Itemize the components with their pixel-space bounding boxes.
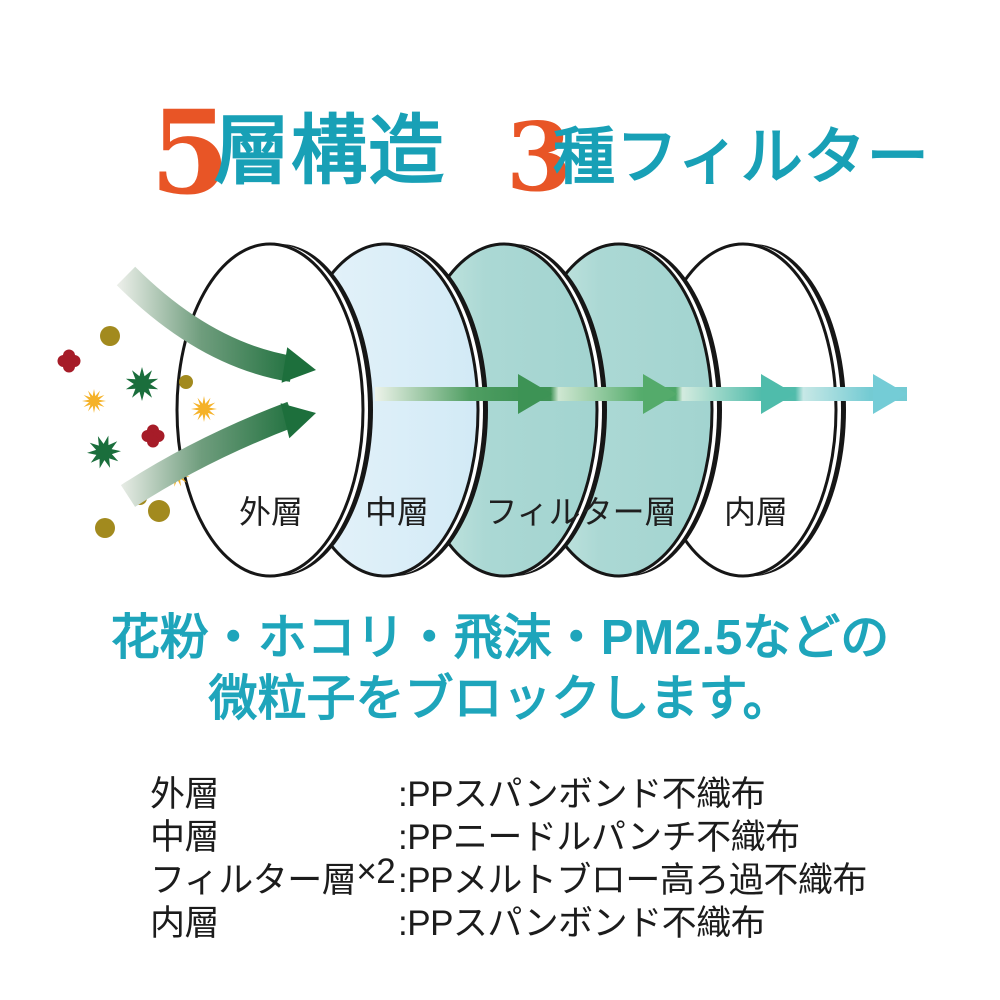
spec-label: 内層: [150, 904, 220, 943]
layer-label-outer: 外層: [239, 494, 303, 530]
spec-label: フィルター層: [150, 861, 357, 900]
tagline-line1: 花粉・ホコリ・飛沫・PM2.5などの: [110, 611, 890, 665]
layer-label-filter: フィルター層: [485, 494, 676, 530]
mask-layers-diagram: 外層 中層 フィルター層 内層: [57, 242, 907, 578]
spec-multiplier: ×2: [356, 852, 396, 891]
spec-label: 中層: [150, 818, 220, 857]
spec-separator: :: [398, 775, 408, 814]
layer-label-middle: 中層: [365, 494, 429, 530]
spec-row-middle: 中層 :PPニードルパンチ不織布: [150, 813, 870, 857]
spec-material: PPスパンボンド不織布: [407, 904, 766, 943]
spec-separator: :: [398, 861, 408, 900]
spec-row-outer: 外層 :PPスパンボンド不織布: [150, 770, 870, 814]
spec-row-filter: フィルター層 ×2 :PPメルトブロー高ろ過不織布: [150, 852, 870, 900]
spec-row-inner: 内層 :PPスパンボンド不織布: [150, 899, 870, 943]
layer-label-inner: 内層: [724, 494, 788, 530]
title-filters-text: 種フィルター: [553, 123, 930, 192]
filtration-arrow: [375, 374, 907, 414]
spec-separator: :: [398, 818, 408, 857]
title-layers-number: 5: [150, 86, 231, 221]
spec-label: 外層: [150, 775, 220, 814]
spec-separator: :: [398, 904, 408, 943]
tagline: 花粉・ホコリ・飛沫・PM2.5などの 微粒子をブロックします。: [0, 608, 1000, 730]
title-layers-text: 層構造: [214, 109, 445, 194]
spec-material: PPスパンボンド不織布: [407, 775, 766, 814]
spec-table: 外層 :PPスパンボンド不織布 中層 :PPニードルパンチ不織布 フィルター層 …: [150, 770, 870, 943]
bacteria-clover-particles: [57, 349, 165, 448]
title-filters-number: 3: [506, 102, 573, 213]
spec-material: PPニードルパンチ不織布: [407, 818, 800, 857]
spec-material: PPメルトブロー高ろ過不織布: [407, 861, 867, 900]
virus-star-particles: [87, 367, 159, 469]
airflow-curved-arrow-top: [116, 266, 316, 383]
tagline-line2: 微粒子をブロックします。: [208, 672, 792, 726]
airflow-curved-arrow-bottom: [120, 401, 316, 507]
